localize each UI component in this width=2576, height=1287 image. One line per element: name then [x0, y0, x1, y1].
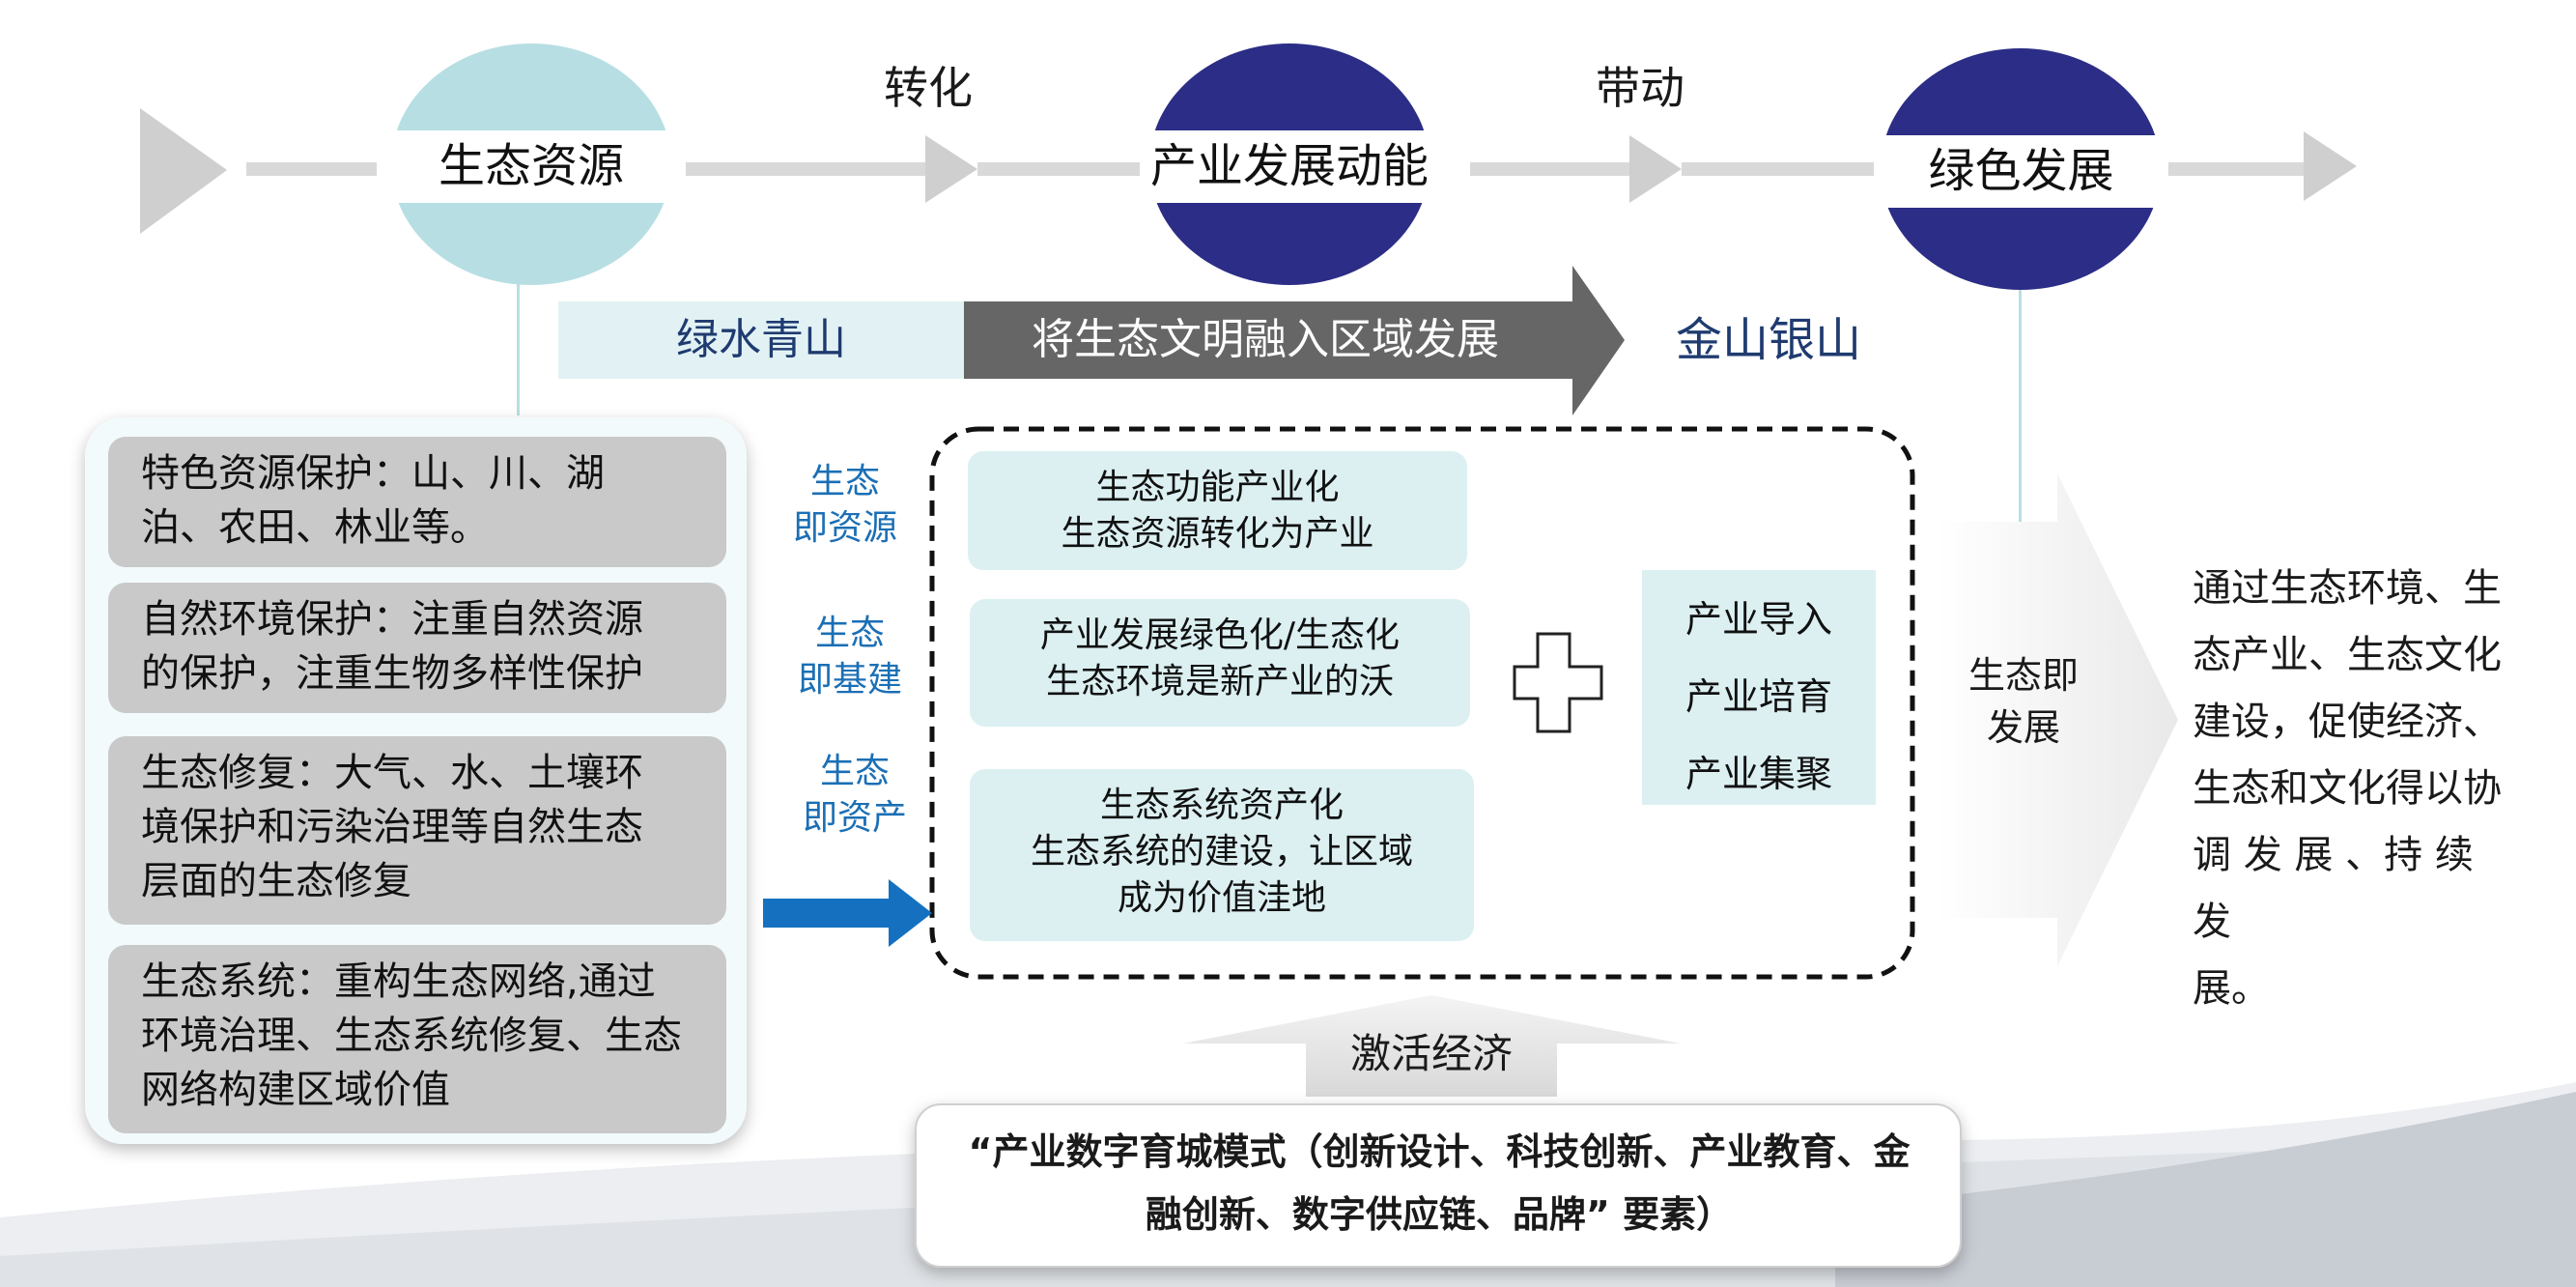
bottom-box-text: “产业数字育城模式（创新设计、科技创新、产业教育、金 融创新、数字供应链、品牌”…	[927, 1121, 1951, 1246]
conclusion-line: 生态和文化得以协	[2193, 766, 2502, 811]
side-label: 生态 即资源	[782, 459, 908, 552]
vertical-connector	[517, 275, 520, 415]
side-label: 生态 即基建	[787, 611, 913, 703]
mid-card: 产业发展绿色化/生态化 生态环境是新产业的沃	[970, 599, 1470, 727]
mid-card-line: 生态环境是新产业的沃	[1045, 662, 1394, 701]
node-label-green: 绿色发展	[1928, 144, 2114, 198]
bottom-box-line: “产业数字育城模式（创新设计、科技创新、产业教育、金	[968, 1130, 1911, 1173]
mid-card-line: 生态资源转化为产业	[1061, 514, 1374, 554]
side-label-line: 即基建	[797, 660, 902, 700]
card-line: 的保护，注重生物多样性保护	[141, 651, 643, 696]
card-line: 生态修复：大气、水、土壤环	[141, 751, 643, 795]
flow-arrowhead	[1629, 135, 1682, 203]
node-label-ecology: 生态资源	[438, 139, 624, 193]
conclusion-line: 展。	[2193, 966, 2270, 1011]
vertical-connector	[2019, 246, 2022, 531]
flow-line	[246, 162, 377, 176]
flow-line	[2168, 162, 2313, 176]
mid-card-line: 生态系统的建设，让区域	[1030, 832, 1413, 872]
card-line: 层面的生态修复	[141, 859, 411, 903]
card-line: 境保护和污染治理等自然生态	[141, 805, 643, 849]
flow-line	[686, 162, 932, 176]
bottom-swoosh-3	[1835, 1092, 2576, 1287]
flow-arrowhead	[925, 135, 977, 203]
card-line: 特色资源保护：山、川、湖	[141, 451, 605, 496]
band-right-text: 金山银山	[1676, 313, 1862, 367]
activate-label: 激活经济	[1349, 1030, 1513, 1077]
connector-label-drive: 带动	[1596, 62, 1684, 114]
band-arrow-text: 将生态文明融入区域发展	[1032, 315, 1499, 364]
side-label-line: 生态	[809, 462, 880, 501]
band-left-text: 绿水青山	[676, 315, 846, 364]
industry-item: 产业培育	[1684, 675, 1832, 718]
label-band	[1874, 135, 2168, 208]
activate-arrow	[1183, 995, 1681, 1097]
node-label-industry: 产业发展动能	[1149, 139, 1429, 193]
industry-box: 产业导入 产业培育 产业集聚	[1642, 570, 1876, 805]
side-label-line: 生态	[819, 752, 890, 791]
dashed-frame	[929, 426, 1915, 980]
left-card: 生态系统：重构生态网络,通过 环境治理、生态系统修复、生态 网络构建区域价值	[108, 945, 726, 1133]
left-card: 特色资源保护：山、川、湖 泊、农田、林业等。	[108, 437, 726, 567]
card-line: 生态系统：重构生态网络,通过	[141, 959, 656, 1004]
card-line: 环境治理、生态系统修复、生态	[141, 1014, 682, 1058]
conclusion-line: 态产业、生态文化	[2193, 633, 2502, 677]
mid-card-line: 生态系统资产化	[1099, 786, 1344, 825]
side-label-line: 生态	[814, 614, 885, 653]
big-arrow	[1937, 473, 2178, 966]
end-arrowhead	[2304, 131, 2357, 201]
flow-line	[977, 162, 1142, 176]
big-arrow-line: 生态即	[1967, 654, 2079, 697]
conclusion-line: 通过生态环境、生	[2193, 566, 2502, 611]
mid-card-line: 产业发展绿色化/生态化	[1039, 615, 1401, 655]
big-arrow-line: 发展	[1986, 706, 2060, 749]
left-card: 生态修复：大气、水、土壤环 境保护和污染治理等自然生态 层面的生态修复	[108, 736, 726, 925]
industry-item: 产业集聚	[1684, 753, 1832, 795]
side-label-line: 即资产	[802, 798, 907, 838]
flow-line	[1682, 162, 1875, 176]
mid-card-line: 成为价值洼地	[1117, 878, 1326, 918]
bottom-box-line: 融创新、数字供应链、品牌” 要素）	[1145, 1193, 1734, 1236]
conclusion-text: 通过生态环境、生 态产业、生态文化 建设，促使经济、 生态和文化得以协 调 发 …	[2193, 556, 2521, 1022]
plus-icon	[1513, 632, 1603, 733]
side-label-line: 即资源	[792, 508, 897, 548]
card-line: 泊、农田、林业等。	[141, 505, 489, 550]
flow-line	[1470, 162, 1629, 176]
blue-arrow	[763, 879, 932, 947]
band-left-box	[558, 301, 964, 379]
side-label: 生态 即资产	[792, 749, 918, 842]
label-band	[382, 130, 681, 203]
card-line: 网络构建区域价值	[141, 1068, 450, 1112]
label-band	[1140, 130, 1439, 203]
conclusion-line: 调 发 展 、持 续 发	[2193, 833, 2474, 944]
start-arrowhead	[140, 108, 227, 234]
mid-card: 生态功能产业化 生态资源转化为产业	[968, 451, 1467, 570]
connector-label-transform: 转化	[884, 62, 973, 114]
industry-item: 产业导入	[1684, 598, 1832, 641]
bottom-box-bg	[915, 1103, 1962, 1268]
conclusion-line: 建设，促使经济、	[2193, 700, 2502, 744]
left-card: 自然环境保护：注重自然资源 的保护，注重生物多样性保护	[108, 583, 726, 713]
mid-card: 生态系统资产化 生态系统的建设，让区域 成为价值洼地	[970, 769, 1474, 941]
big-arrow-text: 生态即 发展	[1951, 649, 2096, 754]
mid-card-line: 生态功能产业化	[1095, 468, 1340, 507]
band-arrow	[964, 266, 1625, 415]
card-line: 自然环境保护：注重自然资源	[141, 597, 643, 642]
